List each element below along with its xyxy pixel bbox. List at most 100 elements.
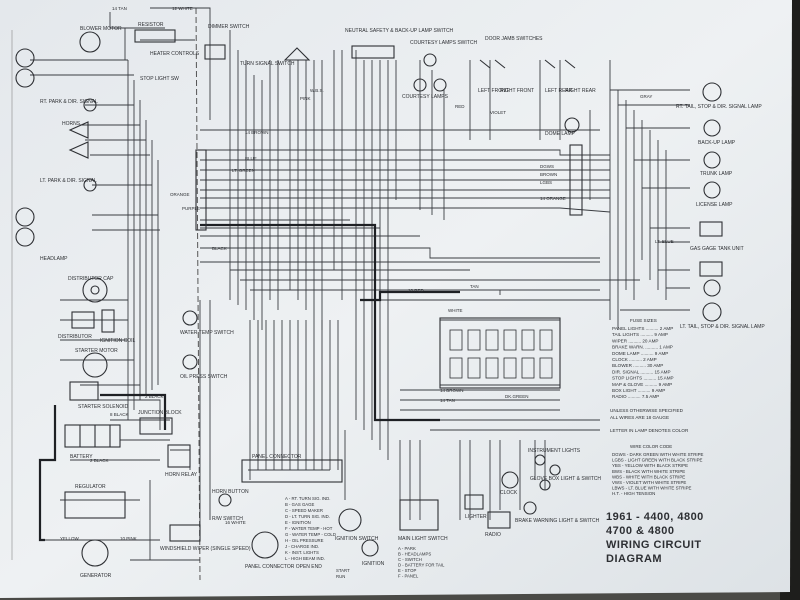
- wire-color-code: WIRE COLOR CODE: [630, 444, 672, 449]
- wire-label-dk-green: DK.GREEN: [505, 394, 529, 399]
- panel-legend-row: F - WATER TEMP - HOT: [285, 526, 333, 531]
- label-regulator: REGULATOR: [75, 484, 106, 490]
- label-distributor-cap: DISTRIBUTOR CAP: [68, 276, 114, 282]
- label-main-light-switch: MAIN LIGHT SWITCH: [398, 536, 448, 542]
- label-windshield-wiper: WINDSHIELD WIPER (SINGLE SPEED): [160, 546, 251, 552]
- label-dome-lamp: DOME LAMP: [545, 131, 576, 137]
- label-stop-light-sw: STOP LIGHT SW: [140, 76, 179, 82]
- wire-label-red: RED: [455, 104, 465, 109]
- fuse-table-row: BLOWER .......... 30 AMP: [612, 363, 663, 368]
- label-turn-signal-switch: TURN SIGNAL SWITCH: [240, 61, 295, 67]
- rt-tail-lamp-icon: [702, 82, 722, 102]
- wire-code-row: DGWS - DARK GREEN WITH WHITE STRIPE: [612, 452, 704, 457]
- wire-label-16white: 16 WHITE: [225, 520, 246, 525]
- label-clock: CLOCK: [500, 490, 518, 496]
- light-switch-legend-row: B - HEADLAMPS: [398, 552, 431, 557]
- label-left-rear: LEFT REAR: [545, 88, 573, 94]
- label-resistor: RESISTOR: [138, 22, 164, 28]
- label-generator: GENERATOR: [80, 573, 112, 579]
- label-right-front: RIGHT FRONT: [500, 88, 534, 94]
- wire-label-10pink: 10 PINK: [120, 536, 137, 541]
- battery-icon: [64, 424, 121, 448]
- label-rw-switch: R/W SWITCH: [212, 516, 243, 522]
- brake-warning-icon: [523, 501, 537, 515]
- fuse-table-row: WIPER .......... 20 AMP: [612, 338, 658, 343]
- label-junction-block: JUNCTION BLOCK: [138, 410, 182, 416]
- label-distributor: DISTRIBUTOR: [58, 334, 92, 340]
- ignition-coil-icon: [101, 309, 115, 333]
- horn-relay-icon: [167, 444, 191, 468]
- rt-park-lamp-icon: [83, 98, 97, 112]
- label-battery: BATTERY: [70, 454, 93, 460]
- title-block: 1961 - 4400, 4800 4700 & 4800 WIRING CIR…: [606, 511, 703, 565]
- generator-icon: [81, 539, 109, 567]
- wire-labels: 14 TAN 12 WHITE 14 BROWN BLUE LT. GREEN …: [60, 6, 674, 541]
- wire-label-violet: VIOLET: [490, 110, 506, 115]
- wire-code-row: LGBS - LIGHT GREEN WITH BLACK STRIPE: [612, 458, 703, 463]
- label-headlamp: HEADLAMP: [40, 256, 68, 262]
- wire-label-12white: 12 WHITE: [172, 6, 193, 11]
- wire-code-row: VWS - VIOLET WITH WHITE STRIPE: [612, 480, 686, 485]
- wire-label-14tan: 14 TAN: [112, 6, 127, 11]
- back-up-lamp-icon: [703, 119, 721, 137]
- light-switch-legend-row: F - PANEL: [398, 574, 419, 579]
- wire-code-rows: DGWS - DARK GREEN WITH WHITE STRIPELGBS …: [612, 452, 704, 496]
- wire-label-10red: 10 RED: [408, 288, 425, 293]
- wire-code-row: WBS - WHITE WITH BLACK STRIPE: [612, 474, 685, 479]
- lt-park-lamp-icon: [83, 178, 97, 192]
- light-switch-legend-row: D - BATTERY FOR TAIL: [398, 563, 445, 568]
- label-door-jamb-switches: DOOR JAMB SWITCHES: [485, 36, 543, 42]
- wire-label-lt-green: LT. GREEN: [232, 168, 255, 173]
- label-starter-motor: STARTER MOTOR: [75, 348, 118, 354]
- distributor-icon: [71, 311, 95, 329]
- wire-label-tan: TAN: [470, 284, 479, 289]
- light-switch-legend-row: C - SWITCH: [398, 557, 422, 562]
- panel-connector-icon: [241, 459, 343, 483]
- fuse-table-row: BOX LIGHT .......... 9 AMP: [612, 388, 665, 393]
- starter-motor-icon: [82, 352, 108, 378]
- fuse-table-row: DIR. SIGNAL .......... 15 AMP: [612, 369, 671, 374]
- label-right-rear: RIGHT REAR: [565, 88, 596, 94]
- panel-legend-row: B - GAS GAGE: [285, 502, 315, 507]
- lt-headlamp-icon: [15, 207, 35, 227]
- note-3: LETTER IN LAMP DENOTES COLOR: [610, 428, 689, 433]
- wire-code-row: BWS - BLACK WITH WHITE STRIPE: [612, 469, 685, 474]
- instrument-light-icon: [534, 454, 546, 466]
- lt-tail-lamp-icon: [702, 302, 722, 322]
- wire-label-white: WHITE: [448, 308, 463, 313]
- wire-label-lgbs: LGBS: [540, 180, 552, 185]
- label-rt-tail-stop: RT. TAIL, STOP & DIR. SIGNAL LAMP: [676, 104, 762, 110]
- label-brake-warning: BRAKE WARNING LIGHT & SWITCH: [515, 518, 600, 524]
- wire-label-dgws: DGWS: [540, 164, 554, 169]
- panel-legend-row: K - INST. LIGHTS: [285, 550, 319, 555]
- label-trunk-lamp: TRUNK LAMP: [700, 171, 733, 177]
- notes: UNLESS OTHERWISE SPECIFIED ALL WIRES ARE…: [610, 408, 689, 433]
- wire-label-black: BLACK: [212, 246, 227, 251]
- label-instrument-lights: INSTRUMENT LIGHTS: [528, 448, 581, 454]
- wire-label-8black: 8 BLACK: [110, 412, 129, 417]
- label-lt-tail-stop: LT. TAIL, STOP & DIR. SIGNAL LAMP: [680, 324, 765, 330]
- ign-run: RUN: [336, 574, 345, 579]
- label-horns: HORNS: [62, 121, 81, 127]
- label-ignition-switch: IGNITION SWITCH: [335, 536, 379, 542]
- light-switch-legend-row: A - PARK: [398, 546, 416, 551]
- panel-legend-row: E - IGNITION: [285, 520, 311, 525]
- fuse-table-row: STOP LIGHTS .......... 15 AMP: [612, 376, 674, 381]
- junction-block-icon: [139, 417, 173, 435]
- lighter-icon: [464, 494, 484, 510]
- ignition-legend: START RUN: [336, 568, 350, 579]
- wire-label-2black-2: 2 BLACK: [90, 458, 109, 463]
- fuse-table-row: CLOCK .......... 2 AMP: [612, 357, 657, 362]
- label-horn-relay: HORN RELAY: [165, 472, 198, 478]
- wire-label-brown: BROWN: [540, 172, 557, 177]
- label-courtesy-lamps: COURTESY LAMPS: [402, 94, 449, 100]
- label-ignition: IGNITION: [362, 561, 385, 567]
- water-temp-switch-icon: [182, 310, 198, 326]
- resistor-icon: [134, 29, 176, 43]
- panel-legend-row: C - SPEED MAKER: [285, 508, 323, 513]
- panel-legend-row: D - LT. TURN SIG. IND.: [285, 514, 330, 519]
- fuse-table-row: PANEL LIGHTS .......... 2 AMP: [612, 326, 673, 331]
